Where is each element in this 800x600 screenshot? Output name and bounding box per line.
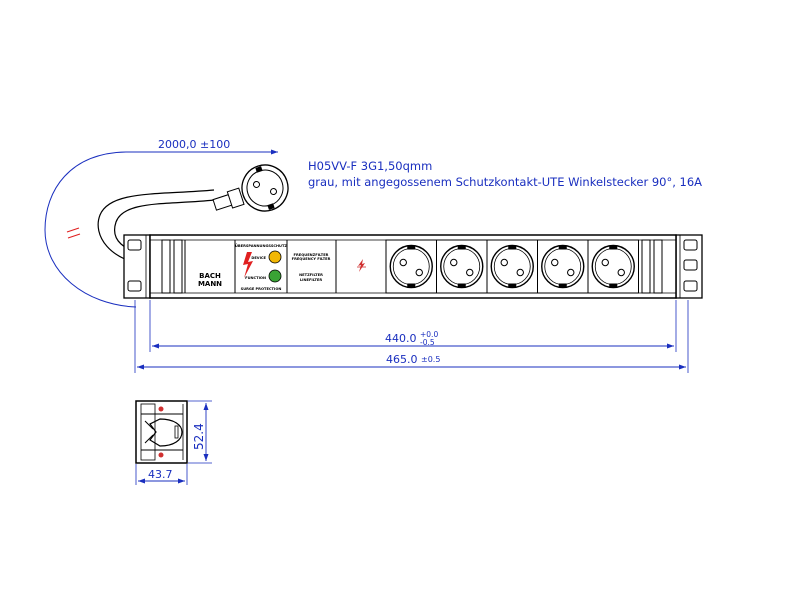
inner-length-tol-plus: +0.0 [420, 330, 438, 339]
socket-outlets [385, 239, 639, 294]
filter-title-en: FREQUENCY FILTER [292, 257, 331, 261]
cable-spec-line2: grau, mit angegossenem Schutzkontakt-UTE… [308, 175, 702, 189]
pdu-side-view [135, 400, 188, 464]
side-screw-bottom-icon [158, 452, 164, 458]
cable-length-dimension: 2000,0 ±100 [44, 138, 278, 308]
brand-logo-line1: BACH [199, 272, 221, 280]
filter-sub-de: NETZFILTER [299, 273, 323, 277]
outer-length-dimension: 465.0 ±0.5 [134, 300, 689, 373]
inner-length-dimension: 440.0 +0.0 -0.5 [149, 300, 677, 352]
inner-length-value: 440.0 [385, 332, 417, 345]
side-socket-profile-icon [149, 418, 183, 447]
cable-spec-note: H05VV-F 3G1,50qmm grau, mit angegossenem… [308, 159, 702, 189]
mounting-bracket-left [123, 234, 151, 299]
surge-protection-module: ÜBERSPANNUNGSSCHUTZ DEVICE FUNCTION SURG… [235, 243, 287, 291]
brand-logo-module: BACH MANN [198, 272, 222, 288]
height-dimension: 52.4 [188, 400, 212, 464]
surge-device-label: DEVICE [251, 256, 266, 260]
cable-spec-line1: H05VV-F 3G1,50qmm [308, 159, 432, 173]
socket-outlet [587, 239, 639, 294]
cable-break-mark [66, 227, 81, 239]
depth-value: 43.7 [148, 468, 173, 481]
mounting-bracket-right [675, 234, 703, 299]
depth-dimension: 43.7 [135, 464, 188, 485]
pdu-front-view: BACH MANN ÜBERSPANNUNGSSCHUTZ DEVICE FUN… [123, 234, 703, 299]
height-value: 52.4 [192, 423, 206, 450]
filter-sub-en: LINEFILTER [300, 278, 322, 282]
outer-length-value: 465.0 [386, 353, 418, 366]
socket-outlet [537, 239, 589, 294]
surge-module-title: ÜBERSPANNUNGSSCHUTZ [235, 243, 287, 248]
socket-outlet [385, 239, 437, 294]
device-led-icon [268, 250, 282, 264]
surge-function-label: FUNCTION [245, 276, 266, 280]
fuse-icon [358, 259, 365, 272]
fuse-module [357, 259, 366, 272]
cable-length-label: 2000,0 ±100 [158, 138, 230, 151]
function-led-icon [268, 269, 282, 283]
side-screw-top-icon [158, 406, 164, 412]
socket-outlet [436, 239, 488, 294]
surge-module-footer: SURGE PROTECTION [241, 287, 282, 291]
socket-outlet [486, 239, 538, 294]
schuko-plug-icon [212, 164, 289, 212]
outer-length-tol: ±0.5 [421, 355, 440, 364]
filter-title-de: FREQUENZFILTER [294, 253, 329, 257]
brand-logo-line2: MANN [198, 280, 222, 288]
lightning-icon [243, 252, 253, 278]
inner-length-tol-minus: -0.5 [420, 338, 435, 347]
line-filter-module: FREQUENZFILTER FREQUENCY FILTER NETZFILT… [292, 253, 331, 282]
